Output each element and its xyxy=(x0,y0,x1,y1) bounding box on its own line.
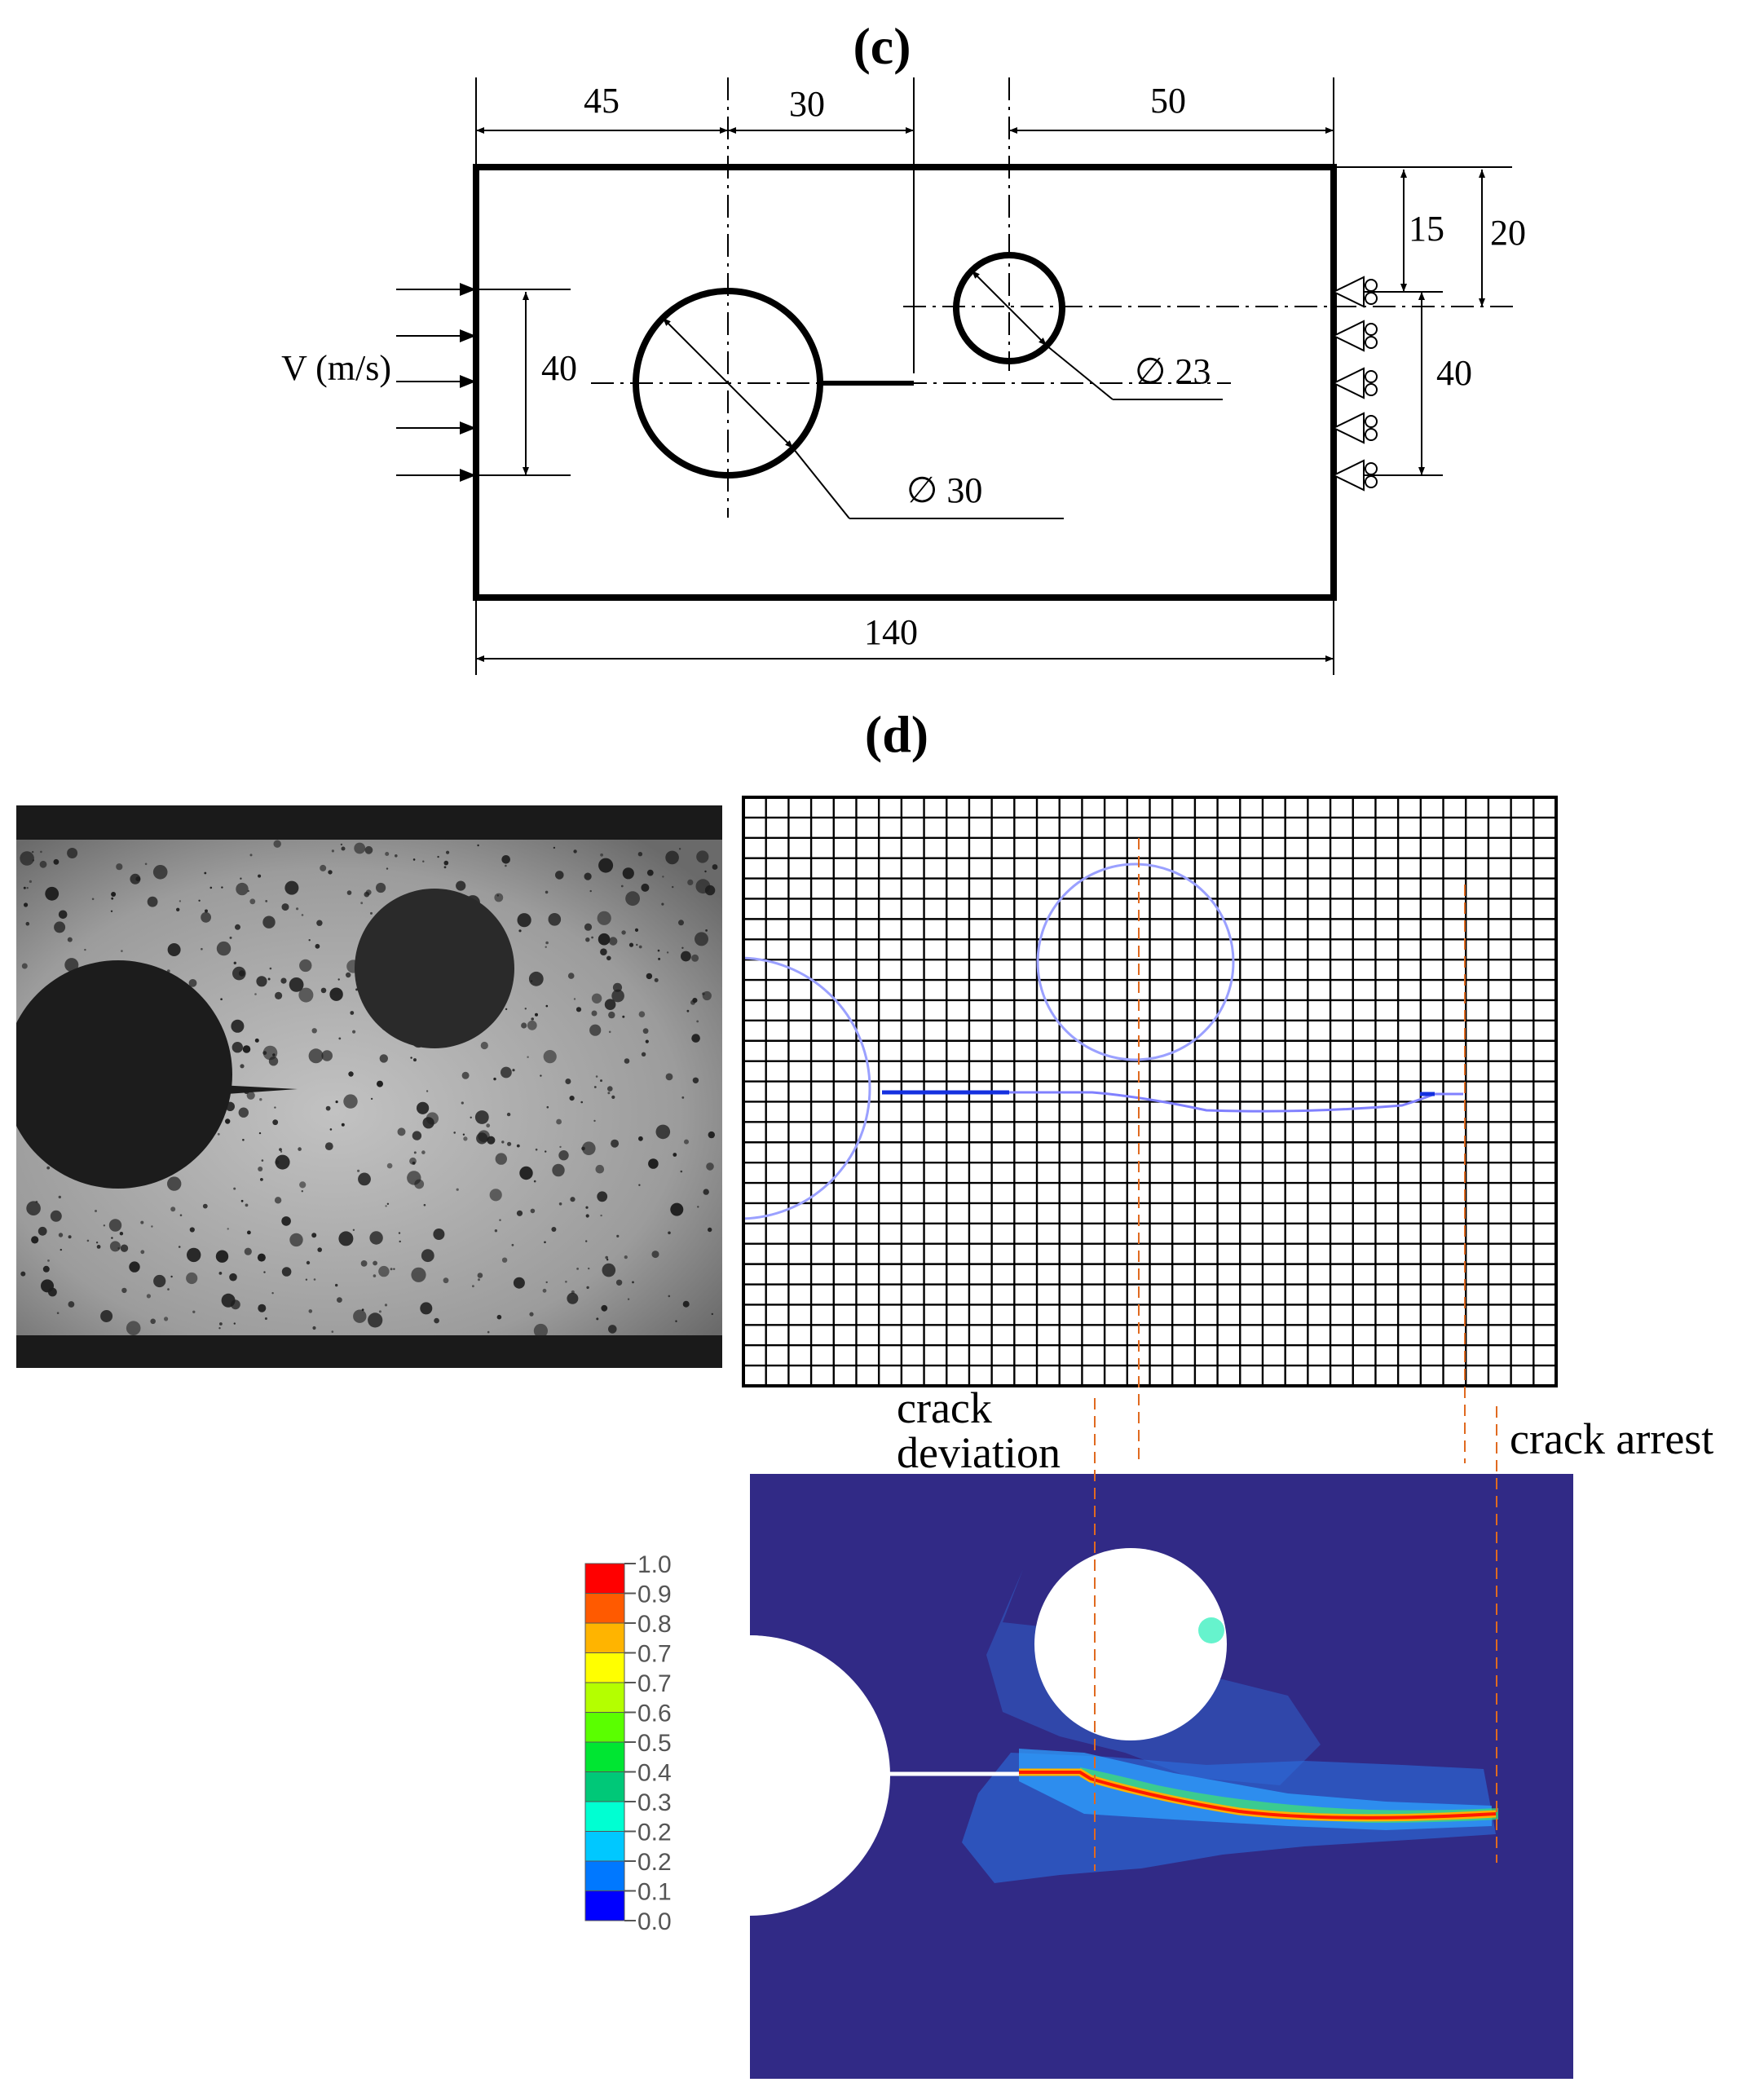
legend-tick-label: 0.3 xyxy=(637,1789,672,1816)
damage-legend: 1.0 0.9 0.8 0.70.7 0.6 0.5 0.40.3 0.2 0.2 0.10.0 xyxy=(584,1551,672,1935)
legend-tick-label: 1.0 xyxy=(637,1551,672,1578)
roller-supports xyxy=(1331,276,1378,492)
legend-tick-label: 0.7 xyxy=(637,1670,672,1697)
annotation-crack-deviation-line1: crack xyxy=(897,1383,992,1432)
dimension-lines-vertical xyxy=(523,170,1485,475)
legend-tick-label: 0.5 xyxy=(637,1730,672,1757)
dim-load-span: 40 xyxy=(541,348,577,388)
legend-tick-label: 0.6 xyxy=(637,1701,672,1727)
support-2 xyxy=(1331,320,1378,352)
support-3 xyxy=(1331,367,1378,399)
dim-small-hole-top: 15 xyxy=(1409,209,1444,249)
support-5 xyxy=(1331,459,1378,492)
legend-tick-label: 0.1 xyxy=(637,1879,672,1906)
diameter-leaders xyxy=(662,270,1223,519)
dim-right-span: 50 xyxy=(1150,81,1186,121)
legend-swatch xyxy=(584,1593,625,1624)
experiment-photo xyxy=(16,805,722,1368)
legend-tick-label: 0.2 xyxy=(637,1820,672,1846)
small-hole-diameter: ∅ 23 xyxy=(1135,351,1211,391)
support-1 xyxy=(1331,276,1378,308)
damage-zone-inner xyxy=(1019,1749,1492,1830)
panel-c-label: (c) xyxy=(853,17,911,75)
legend-swatch xyxy=(584,1741,625,1772)
legend-swatch xyxy=(584,1682,625,1713)
legend-tick-label: 0.4 xyxy=(637,1760,672,1787)
legend-swatch xyxy=(584,1801,625,1832)
photo-notch xyxy=(202,1084,298,1096)
extension-lines xyxy=(475,77,1512,675)
photo-small-hole xyxy=(355,889,514,1048)
dim-total-length: 140 xyxy=(864,612,918,652)
legend-swatch xyxy=(584,1860,625,1891)
legend-swatch xyxy=(584,1831,625,1862)
dimension-lines-horizontal xyxy=(476,127,1334,662)
legend-tick-label: 0.2 xyxy=(637,1849,672,1876)
fem-stress-spot xyxy=(1198,1617,1224,1643)
legend-tick-label: 0.9 xyxy=(637,1581,672,1608)
guide-lines xyxy=(1094,838,1497,1871)
legend-tick-label: 0.8 xyxy=(637,1611,672,1638)
fem-crack-path xyxy=(1019,1771,1497,1820)
support-4 xyxy=(1331,412,1378,444)
dim-center-to-notch: 30 xyxy=(789,84,825,124)
dim-left-to-center: 45 xyxy=(584,81,620,121)
velocity-arrows xyxy=(396,283,476,482)
legend-swatch xyxy=(584,1771,625,1802)
mesh-large-hole xyxy=(743,956,871,1220)
legend-swatch xyxy=(584,1890,625,1921)
legend-swatch xyxy=(584,1652,625,1683)
dim-support-span: 40 xyxy=(1436,353,1472,393)
annotation-crack-arrest: crack arrest xyxy=(1510,1414,1713,1463)
damage-field xyxy=(750,1474,1573,2079)
fem-small-hole xyxy=(1034,1548,1227,1740)
legend-swatch xyxy=(584,1622,625,1653)
legend-tick-label: 0.0 xyxy=(637,1908,672,1935)
dim-notch-top: 20 xyxy=(1490,213,1526,253)
panel-d-label: (d) xyxy=(865,705,928,763)
mesh-small-hole xyxy=(1036,862,1235,1061)
velocity-label: V (m/s) xyxy=(281,348,391,388)
legend-tick-label: 0.7 xyxy=(637,1641,672,1668)
numerical-mesh xyxy=(742,796,1558,1387)
photo-large-hole xyxy=(16,960,232,1189)
legend-swatch xyxy=(584,1712,625,1743)
large-hole-diameter: ∅ 30 xyxy=(906,470,982,510)
small-hole xyxy=(953,252,1065,364)
legend-swatch xyxy=(584,1563,625,1594)
annotation-crack-deviation-line2: deviation xyxy=(897,1428,1061,1477)
